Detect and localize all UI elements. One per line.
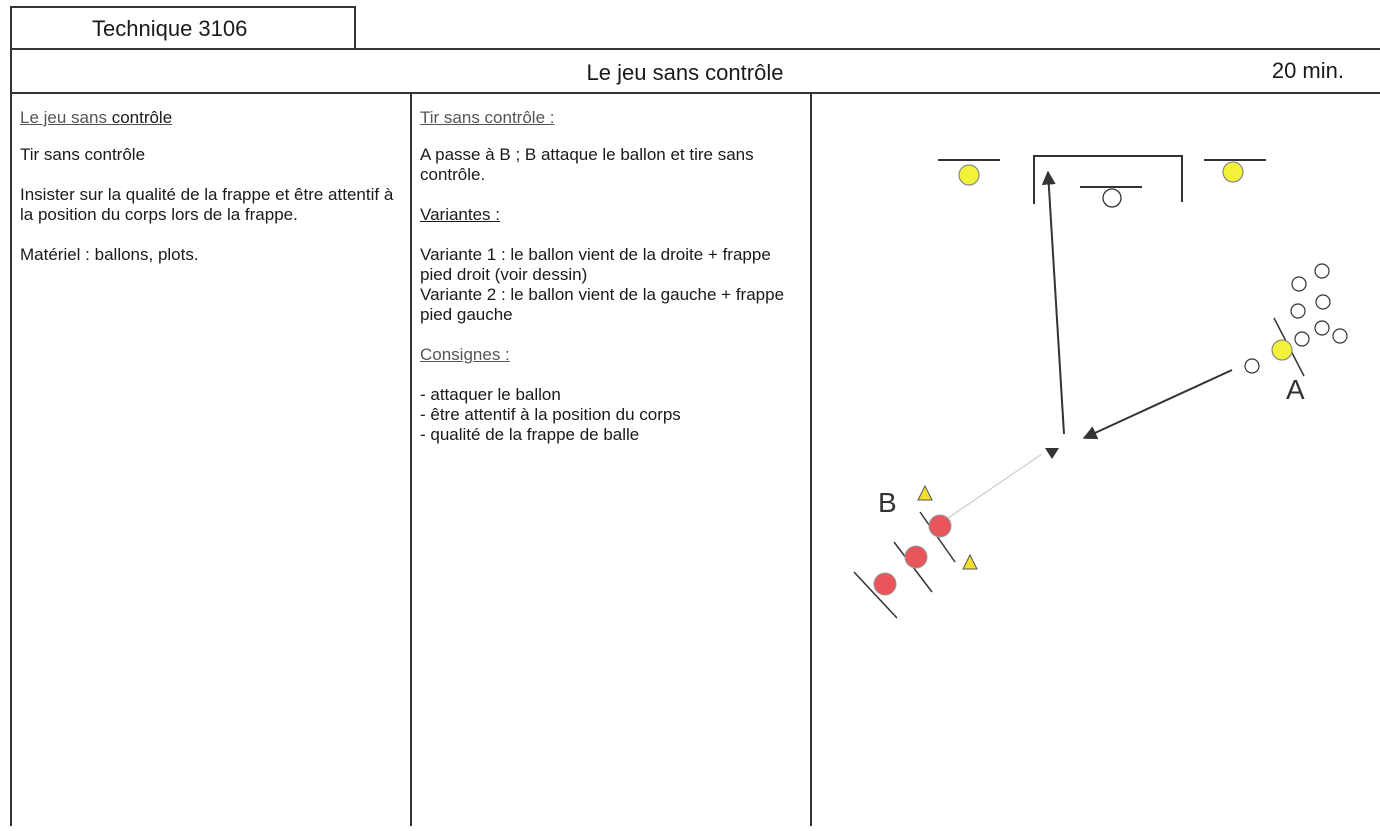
group-a-player [1294,331,1310,347]
group-a-player [1291,276,1307,292]
equipment-text: Matériel : ballons, plots. [20,245,199,264]
label-a: A [1286,374,1305,405]
run-path [947,453,1043,519]
exercise-title: Le jeu sans contrôle [586,60,784,85]
group-b-line [853,571,898,619]
goalkeeper [1102,188,1122,208]
attack-point-marker [1045,448,1059,459]
variant-1: Variante 1 : le ballon vient de la droit… [420,245,771,284]
goal-frame [1033,155,1183,204]
guidelines-heading: Consignes : [420,345,510,364]
instructions-heading: Tir sans contrôle : [420,108,555,127]
group-a-player [1314,263,1330,279]
shot-arrow [1041,170,1065,435]
instructions-text: A passe à B ; B attaque le ballon et tir… [420,145,754,184]
variant-2: Variante 2 : le ballon vient de la gauch… [420,285,785,324]
objectives-heading: Le jeu sans contrôle [20,108,173,127]
exercise-header: Le jeu sans contrôle 20 min. [10,48,1380,94]
player-b [928,514,952,538]
instructions-column: Tir sans contrôle : A passe à B ; B atta… [412,94,812,826]
cone [962,553,978,570]
objective-details: Insister sur la qualité de la frappe et … [20,185,394,224]
right-yellow-player [1222,161,1244,183]
drill-diagram: A B [853,155,1348,619]
variants-heading: Variantes : [420,205,501,224]
technique-label: Technique 3106 [92,16,248,41]
technique-tab: Technique 3106 [10,6,356,50]
guideline-2: - être attentif à la position du corps [420,405,681,424]
drill-diagram-column: A B [812,94,1380,826]
pass-arrow [1082,369,1233,440]
group-a-player [1290,303,1306,319]
guideline-3: - qualité de la frappe de balle [420,425,640,444]
group-a-player [1315,294,1331,310]
exercise-duration: 20 min. [1271,58,1344,83]
group-a-player [1314,320,1330,336]
left-yellow-player [958,164,980,186]
objective-summary: Tir sans contrôle [20,145,146,164]
red-player [904,545,928,569]
player-a [1271,339,1293,361]
group-a-player [1244,358,1260,374]
cone [917,484,933,501]
objectives-column: Le jeu sans contrôle Tir sans contrôle I… [10,94,412,826]
group-a-player [1332,328,1348,344]
red-player [873,572,897,596]
label-b: B [878,487,897,518]
guideline-1: - attaquer le ballon [420,385,561,404]
